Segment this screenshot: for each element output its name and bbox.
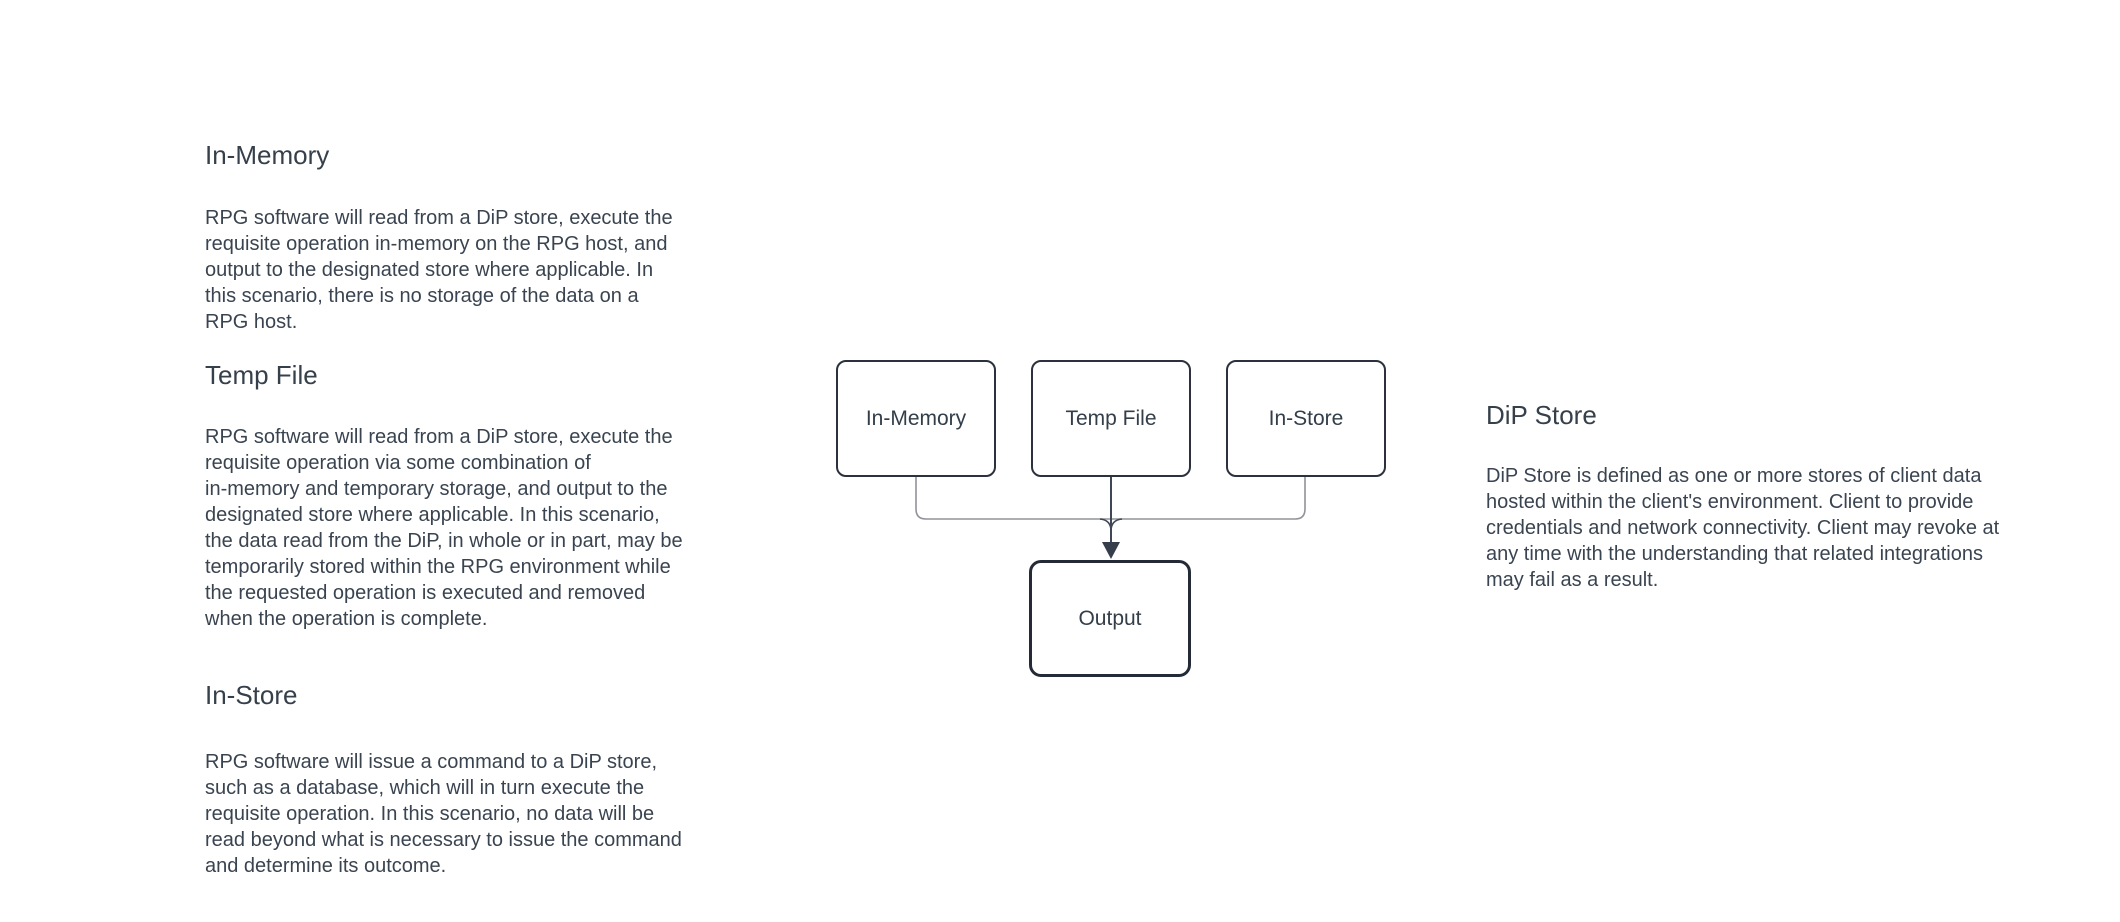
node-temp-file-label: Temp File — [1065, 406, 1157, 430]
section-heading-dip-store: DiP Store — [1486, 400, 1597, 430]
section-body-temp-file: RPG software will read from a DiP store,… — [205, 426, 683, 630]
arrowhead-icon — [1102, 542, 1120, 559]
section-heading-temp-file: Temp File — [205, 360, 318, 390]
node-in-store-label: In-Store — [1268, 406, 1344, 430]
node-in-memory-label: In-Memory — [865, 406, 967, 430]
node-output-label: Output — [1078, 606, 1142, 630]
edge-merge-fillets — [1099, 518, 1123, 532]
section-heading-in-store: In-Store — [205, 680, 298, 710]
node-in-store[interactable]: In-Store — [1226, 360, 1386, 477]
section-body-in-store: RPG software will issue a command to a D… — [205, 751, 682, 877]
edge-in-memory-in-store-rail — [915, 477, 1306, 520]
node-output[interactable]: Output — [1029, 560, 1191, 677]
node-in-memory[interactable]: In-Memory — [836, 360, 996, 477]
section-body-in-memory: RPG software will read from a DiP store,… — [205, 207, 673, 333]
node-temp-file[interactable]: Temp File — [1031, 360, 1191, 477]
section-body-dip-store: DiP Store is defined as one or more stor… — [1486, 465, 2000, 591]
section-heading-in-memory: In-Memory — [205, 140, 330, 170]
